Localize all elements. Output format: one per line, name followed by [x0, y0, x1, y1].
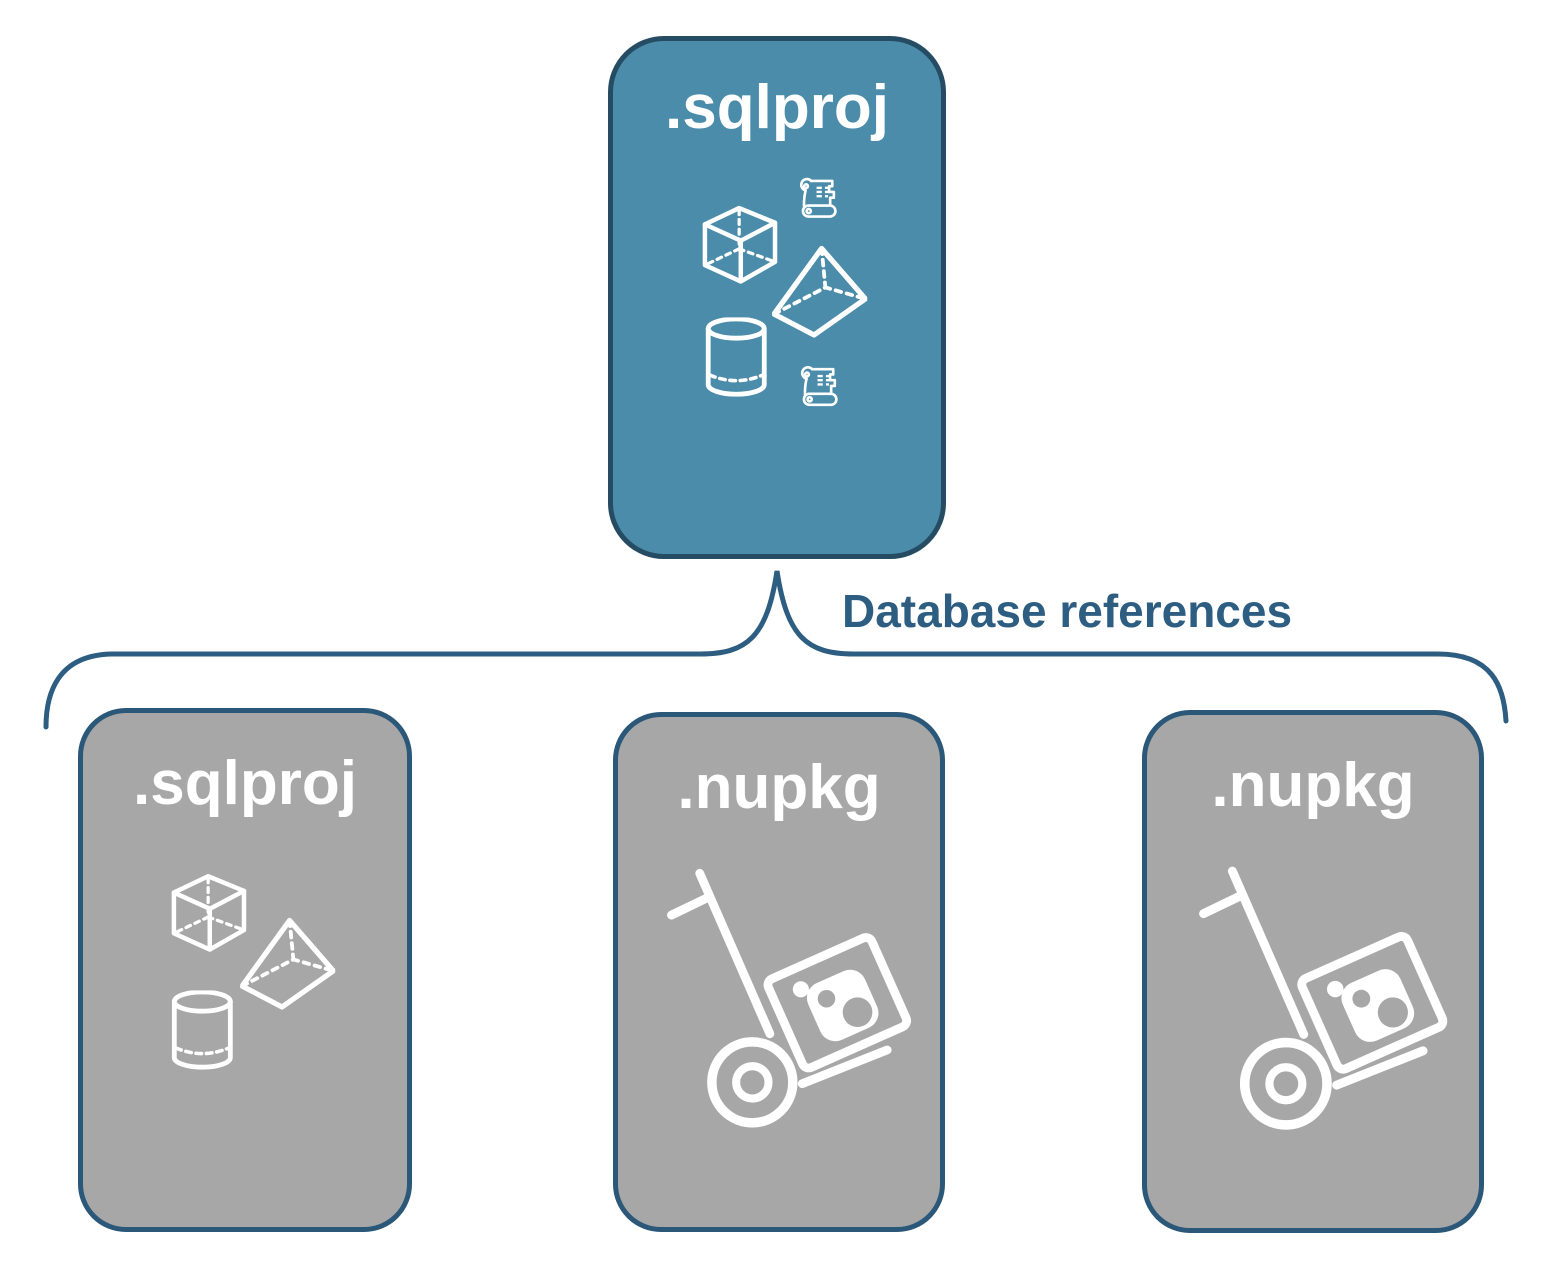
- child-box-title: .nupkg: [677, 753, 881, 822]
- sqlproj-parent-box: .sqlproj: [608, 36, 946, 559]
- pyramid-icon: [242, 920, 333, 1007]
- scroll-icon: [800, 366, 838, 407]
- cube-icon: [174, 876, 244, 949]
- nupkg-child-box-1: .nupkg: [613, 712, 945, 1232]
- nupkg-child-box-2: .nupkg: [1142, 710, 1484, 1233]
- database-references-label: Database references: [842, 585, 1293, 637]
- sqlproj-child-box: .sqlproj: [78, 708, 412, 1232]
- cube-icon: [705, 208, 775, 281]
- cylinder-icon: [174, 992, 230, 1067]
- parent-box-title: .sqlproj: [665, 73, 889, 142]
- scroll-icon: [799, 177, 837, 218]
- nuget-package-dolly-icon: [671, 873, 908, 1122]
- pyramid-icon: [774, 248, 865, 335]
- child-box-title: .nupkg: [1211, 751, 1415, 820]
- child-box-title: .sqlproj: [133, 749, 357, 818]
- cylinder-icon: [708, 319, 764, 394]
- nuget-package-dolly-icon: [1204, 871, 1445, 1125]
